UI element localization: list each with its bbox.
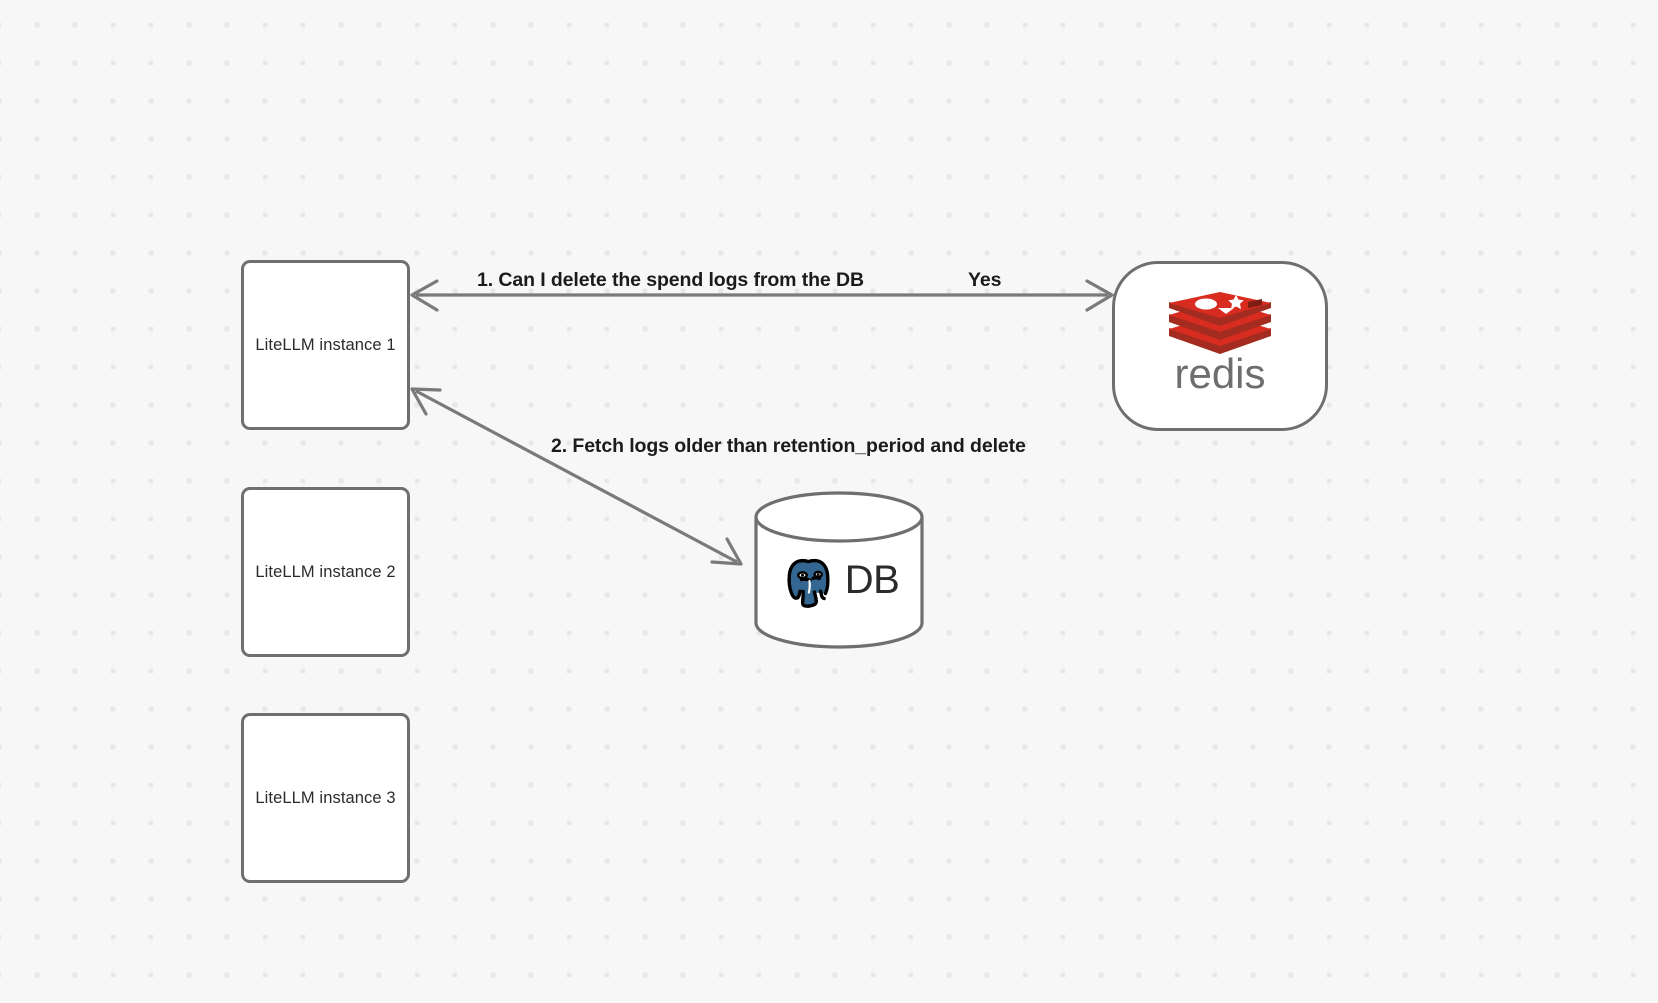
edge-label-step-1: 1. Can I delete the spend logs from the … — [477, 269, 864, 291]
redis-wordmark: redis — [1174, 355, 1265, 397]
edge-label-reply-yes: Yes — [968, 269, 1002, 291]
arrowhead-downright — [710, 537, 743, 566]
edge-litellm1-db — [410, 387, 743, 566]
node-litellm-instance-1[interactable]: LiteLLM instance 1 — [241, 260, 410, 430]
arrowhead-upleft — [410, 387, 442, 416]
node-litellm-instance-3[interactable]: LiteLLM instance 3 — [241, 713, 410, 883]
node-label: LiteLLM instance 3 — [255, 788, 396, 807]
node-database[interactable]: DB — [753, 490, 925, 650]
redis-wordmark-text: redis — [1174, 355, 1265, 397]
edge-line — [415, 389, 738, 564]
edge-label-step-2: 2. Fetch logs older than retention_perio… — [551, 435, 1026, 457]
node-label: LiteLLM instance 2 — [255, 562, 396, 581]
node-label: LiteLLM instance 1 — [255, 335, 396, 354]
node-litellm-instance-2[interactable]: LiteLLM instance 2 — [241, 487, 410, 657]
cylinder-shape — [754, 491, 924, 649]
redis-logo-icon — [1169, 291, 1271, 354]
node-redis[interactable]: redis — [1112, 261, 1328, 431]
arrowhead-left — [410, 279, 439, 312]
redis-logo-group: redis — [1162, 291, 1278, 397]
arrowhead-right — [1085, 279, 1114, 312]
